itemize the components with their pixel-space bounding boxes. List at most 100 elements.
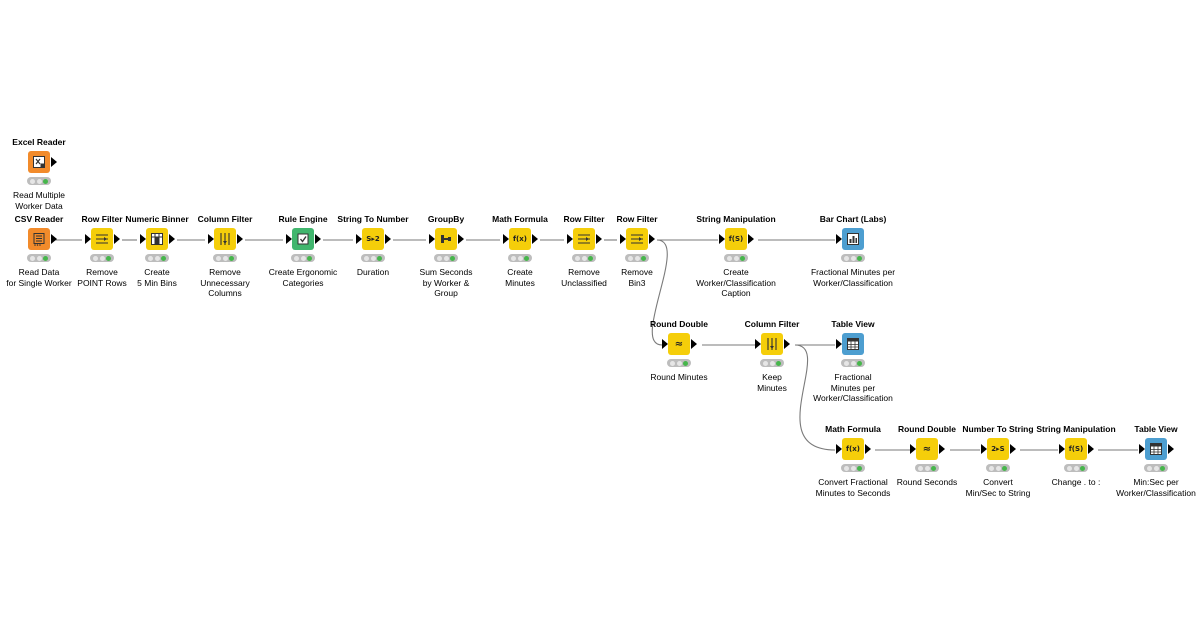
round-double-icon[interactable]: ≈ bbox=[916, 438, 938, 460]
output-port[interactable] bbox=[939, 444, 945, 454]
output-port[interactable] bbox=[237, 234, 243, 244]
node-label[interactable]: Convert Min/Sec to String bbox=[965, 477, 1031, 498]
node-label[interactable]: Create Minutes bbox=[505, 267, 535, 288]
input-port[interactable] bbox=[836, 339, 842, 349]
output-port[interactable] bbox=[784, 339, 790, 349]
connection bbox=[651, 239, 668, 346]
node-title: String Manipulation bbox=[1036, 424, 1116, 434]
input-port[interactable] bbox=[85, 234, 91, 244]
output-port[interactable] bbox=[865, 444, 871, 454]
node-label[interactable]: Min:Sec per Worker/Classification bbox=[1116, 477, 1196, 498]
input-port[interactable] bbox=[836, 234, 842, 244]
input-port[interactable] bbox=[620, 234, 626, 244]
input-port[interactable] bbox=[662, 339, 668, 349]
node-label[interactable]: Remove POINT Rows bbox=[77, 267, 127, 288]
node-label[interactable]: Keep Minutes bbox=[757, 372, 787, 393]
numeric-binner-icon[interactable] bbox=[146, 228, 168, 250]
row-filter-icon[interactable] bbox=[626, 228, 648, 250]
table-view-icon[interactable] bbox=[842, 333, 864, 355]
rule-engine-icon[interactable] bbox=[292, 228, 314, 250]
input-port[interactable] bbox=[1059, 444, 1065, 454]
input-port[interactable] bbox=[567, 234, 573, 244]
csv-reader-icon[interactable] bbox=[28, 228, 50, 250]
output-port[interactable] bbox=[114, 234, 120, 244]
bar-chart-icon[interactable] bbox=[842, 228, 864, 250]
groupby-icon[interactable] bbox=[435, 228, 457, 250]
input-port[interactable] bbox=[429, 234, 435, 244]
node-label[interactable]: Remove Bin3 bbox=[621, 267, 653, 288]
number-to-string-icon[interactable]: 2▸S bbox=[987, 438, 1009, 460]
output-port[interactable] bbox=[458, 234, 464, 244]
node-title: Row Filter bbox=[81, 214, 123, 224]
string-manipulation-icon[interactable]: f(S) bbox=[725, 228, 747, 250]
node-label[interactable]: Remove Unnecessary Columns bbox=[200, 267, 250, 298]
node-title: String Manipulation bbox=[696, 214, 776, 224]
node-label[interactable]: Create Worker/Classification Caption bbox=[696, 267, 776, 298]
node-label[interactable]: Duration bbox=[356, 267, 390, 277]
input-port[interactable] bbox=[836, 444, 842, 454]
node-title: Table View bbox=[1134, 424, 1178, 434]
input-port[interactable] bbox=[910, 444, 916, 454]
round-double-icon[interactable]: ≈ bbox=[668, 333, 690, 355]
string-manipulation-icon[interactable]: f(S) bbox=[1065, 438, 1087, 460]
node-label[interactable]: Read Data for Single Worker bbox=[6, 267, 72, 288]
node-title: Row Filter bbox=[616, 214, 658, 224]
input-port[interactable] bbox=[356, 234, 362, 244]
node-label[interactable]: Change . to : bbox=[1051, 477, 1101, 487]
icon-glyph: f(x) bbox=[846, 445, 860, 453]
math-formula-icon[interactable]: f(x) bbox=[842, 438, 864, 460]
node-title: Rule Engine bbox=[278, 214, 328, 224]
node-title: Round Double bbox=[897, 424, 957, 434]
string-to-number-icon[interactable]: S▸2 bbox=[362, 228, 384, 250]
input-port[interactable] bbox=[286, 234, 292, 244]
icon-glyph: f(S) bbox=[1068, 445, 1084, 453]
node-label[interactable]: Convert Fractional Minutes to Seconds bbox=[815, 477, 891, 498]
node-label[interactable]: Remove Unclassified bbox=[561, 267, 607, 288]
math-formula-icon[interactable]: f(x) bbox=[509, 228, 531, 250]
input-port[interactable] bbox=[140, 234, 146, 244]
node-label[interactable]: Fractional Minutes per Worker/Classifica… bbox=[810, 267, 896, 288]
row-filter-icon[interactable] bbox=[91, 228, 113, 250]
output-port[interactable] bbox=[596, 234, 602, 244]
status-traffic-light bbox=[724, 254, 748, 262]
output-port[interactable] bbox=[51, 234, 57, 244]
status-traffic-light bbox=[667, 359, 691, 367]
node-label[interactable]: Round Minutes bbox=[650, 372, 708, 382]
node-label[interactable]: Create Ergonomic Categories bbox=[268, 267, 338, 288]
output-port[interactable] bbox=[169, 234, 175, 244]
output-port[interactable] bbox=[51, 157, 57, 167]
node-title: Row Filter bbox=[563, 214, 605, 224]
status-traffic-light bbox=[986, 464, 1010, 472]
excel-reader-icon[interactable] bbox=[28, 151, 50, 173]
output-port[interactable] bbox=[532, 234, 538, 244]
output-port[interactable] bbox=[691, 339, 697, 349]
input-port[interactable] bbox=[1139, 444, 1145, 454]
output-port[interactable] bbox=[649, 234, 655, 244]
status-traffic-light bbox=[572, 254, 596, 262]
node-label[interactable]: Sum Seconds by Worker & Group bbox=[419, 267, 473, 298]
output-port[interactable] bbox=[748, 234, 754, 244]
input-port[interactable] bbox=[981, 444, 987, 454]
output-port[interactable] bbox=[385, 234, 391, 244]
output-port[interactable] bbox=[1168, 444, 1174, 454]
output-port[interactable] bbox=[315, 234, 321, 244]
table-view-icon[interactable] bbox=[1145, 438, 1167, 460]
node-title: Table View bbox=[831, 319, 875, 329]
column-filter-icon[interactable] bbox=[761, 333, 783, 355]
output-port[interactable] bbox=[1088, 444, 1094, 454]
row-filter-icon[interactable] bbox=[573, 228, 595, 250]
icon-glyph: 2▸S bbox=[991, 445, 1005, 453]
column-filter-icon[interactable] bbox=[214, 228, 236, 250]
node-label[interactable]: Round Seconds bbox=[896, 477, 958, 487]
node-label[interactable]: Read Multiple Worker Data bbox=[13, 190, 65, 211]
input-port[interactable] bbox=[503, 234, 509, 244]
node-label[interactable]: Fractional Minutes per Worker/Classifica… bbox=[813, 372, 893, 403]
input-port[interactable] bbox=[208, 234, 214, 244]
input-port[interactable] bbox=[755, 339, 761, 349]
input-port[interactable] bbox=[719, 234, 725, 244]
icon-glyph: f(x) bbox=[513, 235, 527, 243]
node-label[interactable]: Create 5 Min Bins bbox=[137, 267, 177, 288]
output-port[interactable] bbox=[1010, 444, 1016, 454]
status-traffic-light bbox=[508, 254, 532, 262]
